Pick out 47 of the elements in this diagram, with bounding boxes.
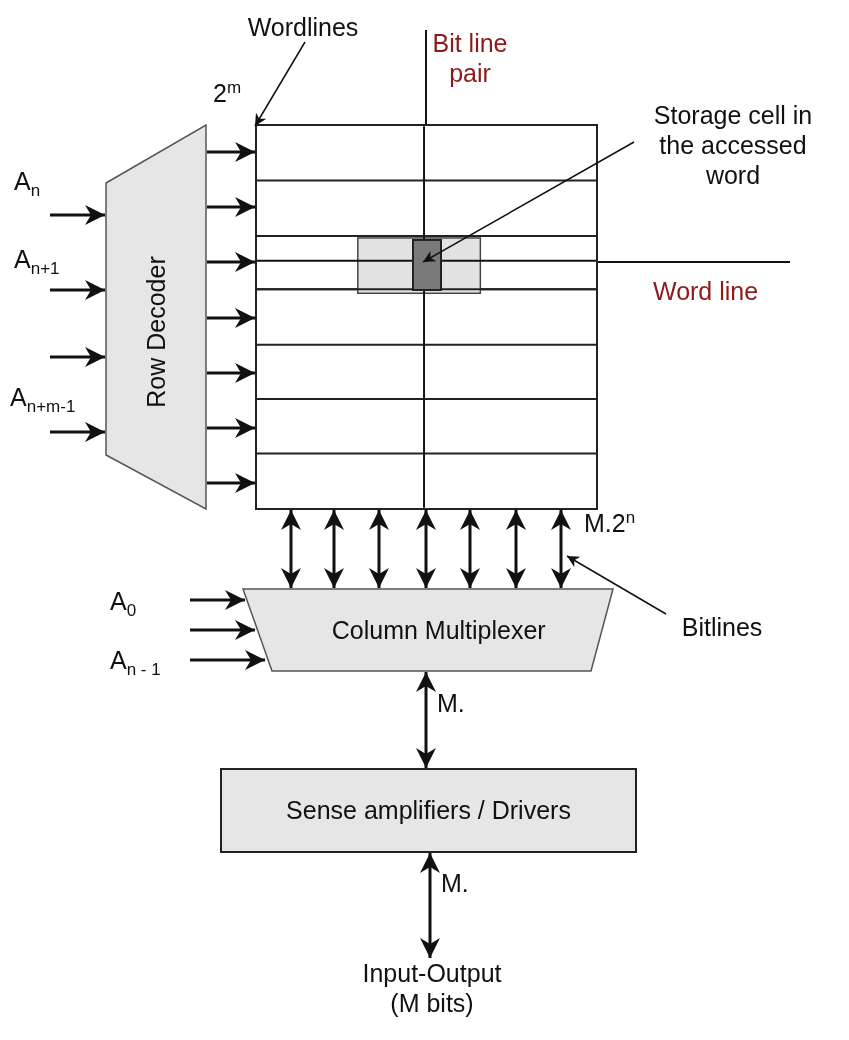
memory-array-grid: [255, 124, 598, 510]
callout-label: Bitlines: [662, 612, 782, 642]
arrow: [207, 418, 255, 438]
signal-label: A$_{n+1}$: [14, 244, 60, 280]
arrow: [207, 197, 255, 217]
arrow: [324, 510, 344, 588]
signal-label: M.2$^{n}$: [584, 507, 636, 539]
arrow: [207, 363, 255, 383]
block-label: Column Multiplexer: [331, 615, 546, 645]
arrow: [416, 510, 436, 588]
storage-cell: [412, 239, 442, 291]
arrow: [506, 510, 526, 588]
arrow: [50, 280, 105, 300]
arrow: [551, 510, 571, 588]
arrow: [50, 347, 105, 367]
arrow: [190, 590, 245, 610]
callout-label: Input-Output (M bits): [350, 958, 514, 1018]
signal-label: A$_{n - 1}$: [110, 645, 161, 681]
arrow: [190, 620, 255, 640]
signal-label: A$_{n+m-1}$: [10, 382, 76, 418]
arrow: [50, 422, 105, 442]
signal-label: A$_{0}$: [110, 586, 137, 622]
callout-label: Wordlines: [228, 12, 378, 42]
arrow: [416, 672, 436, 768]
arrow: [207, 473, 255, 493]
arrow: [207, 308, 255, 328]
leader-line: [566, 555, 667, 615]
line-label: Bit line pair: [431, 28, 509, 88]
callout-label: Storage cell in the accessed word: [633, 100, 833, 190]
arrow: [460, 510, 480, 588]
block-label: Sense amplifiers / Drivers: [286, 794, 571, 824]
amplifier-block: [220, 768, 637, 853]
superscript-label: 2$^{m}$: [213, 77, 242, 109]
multiplexer-trapezoid: [242, 588, 614, 672]
signal-label: A$_{n}$: [14, 166, 41, 202]
line-label: Word line: [653, 276, 759, 306]
block-label: Row Decoder: [141, 256, 171, 409]
arrow: [207, 142, 255, 162]
leader-line: [254, 41, 306, 127]
arrow: [281, 510, 301, 588]
arrow: [207, 252, 255, 272]
decoder-trapezoid: [105, 124, 207, 510]
arrow: [50, 205, 105, 225]
leader-line: [422, 141, 635, 263]
arrow: [420, 853, 440, 958]
arrow: [369, 510, 389, 588]
arrow: [190, 650, 265, 670]
